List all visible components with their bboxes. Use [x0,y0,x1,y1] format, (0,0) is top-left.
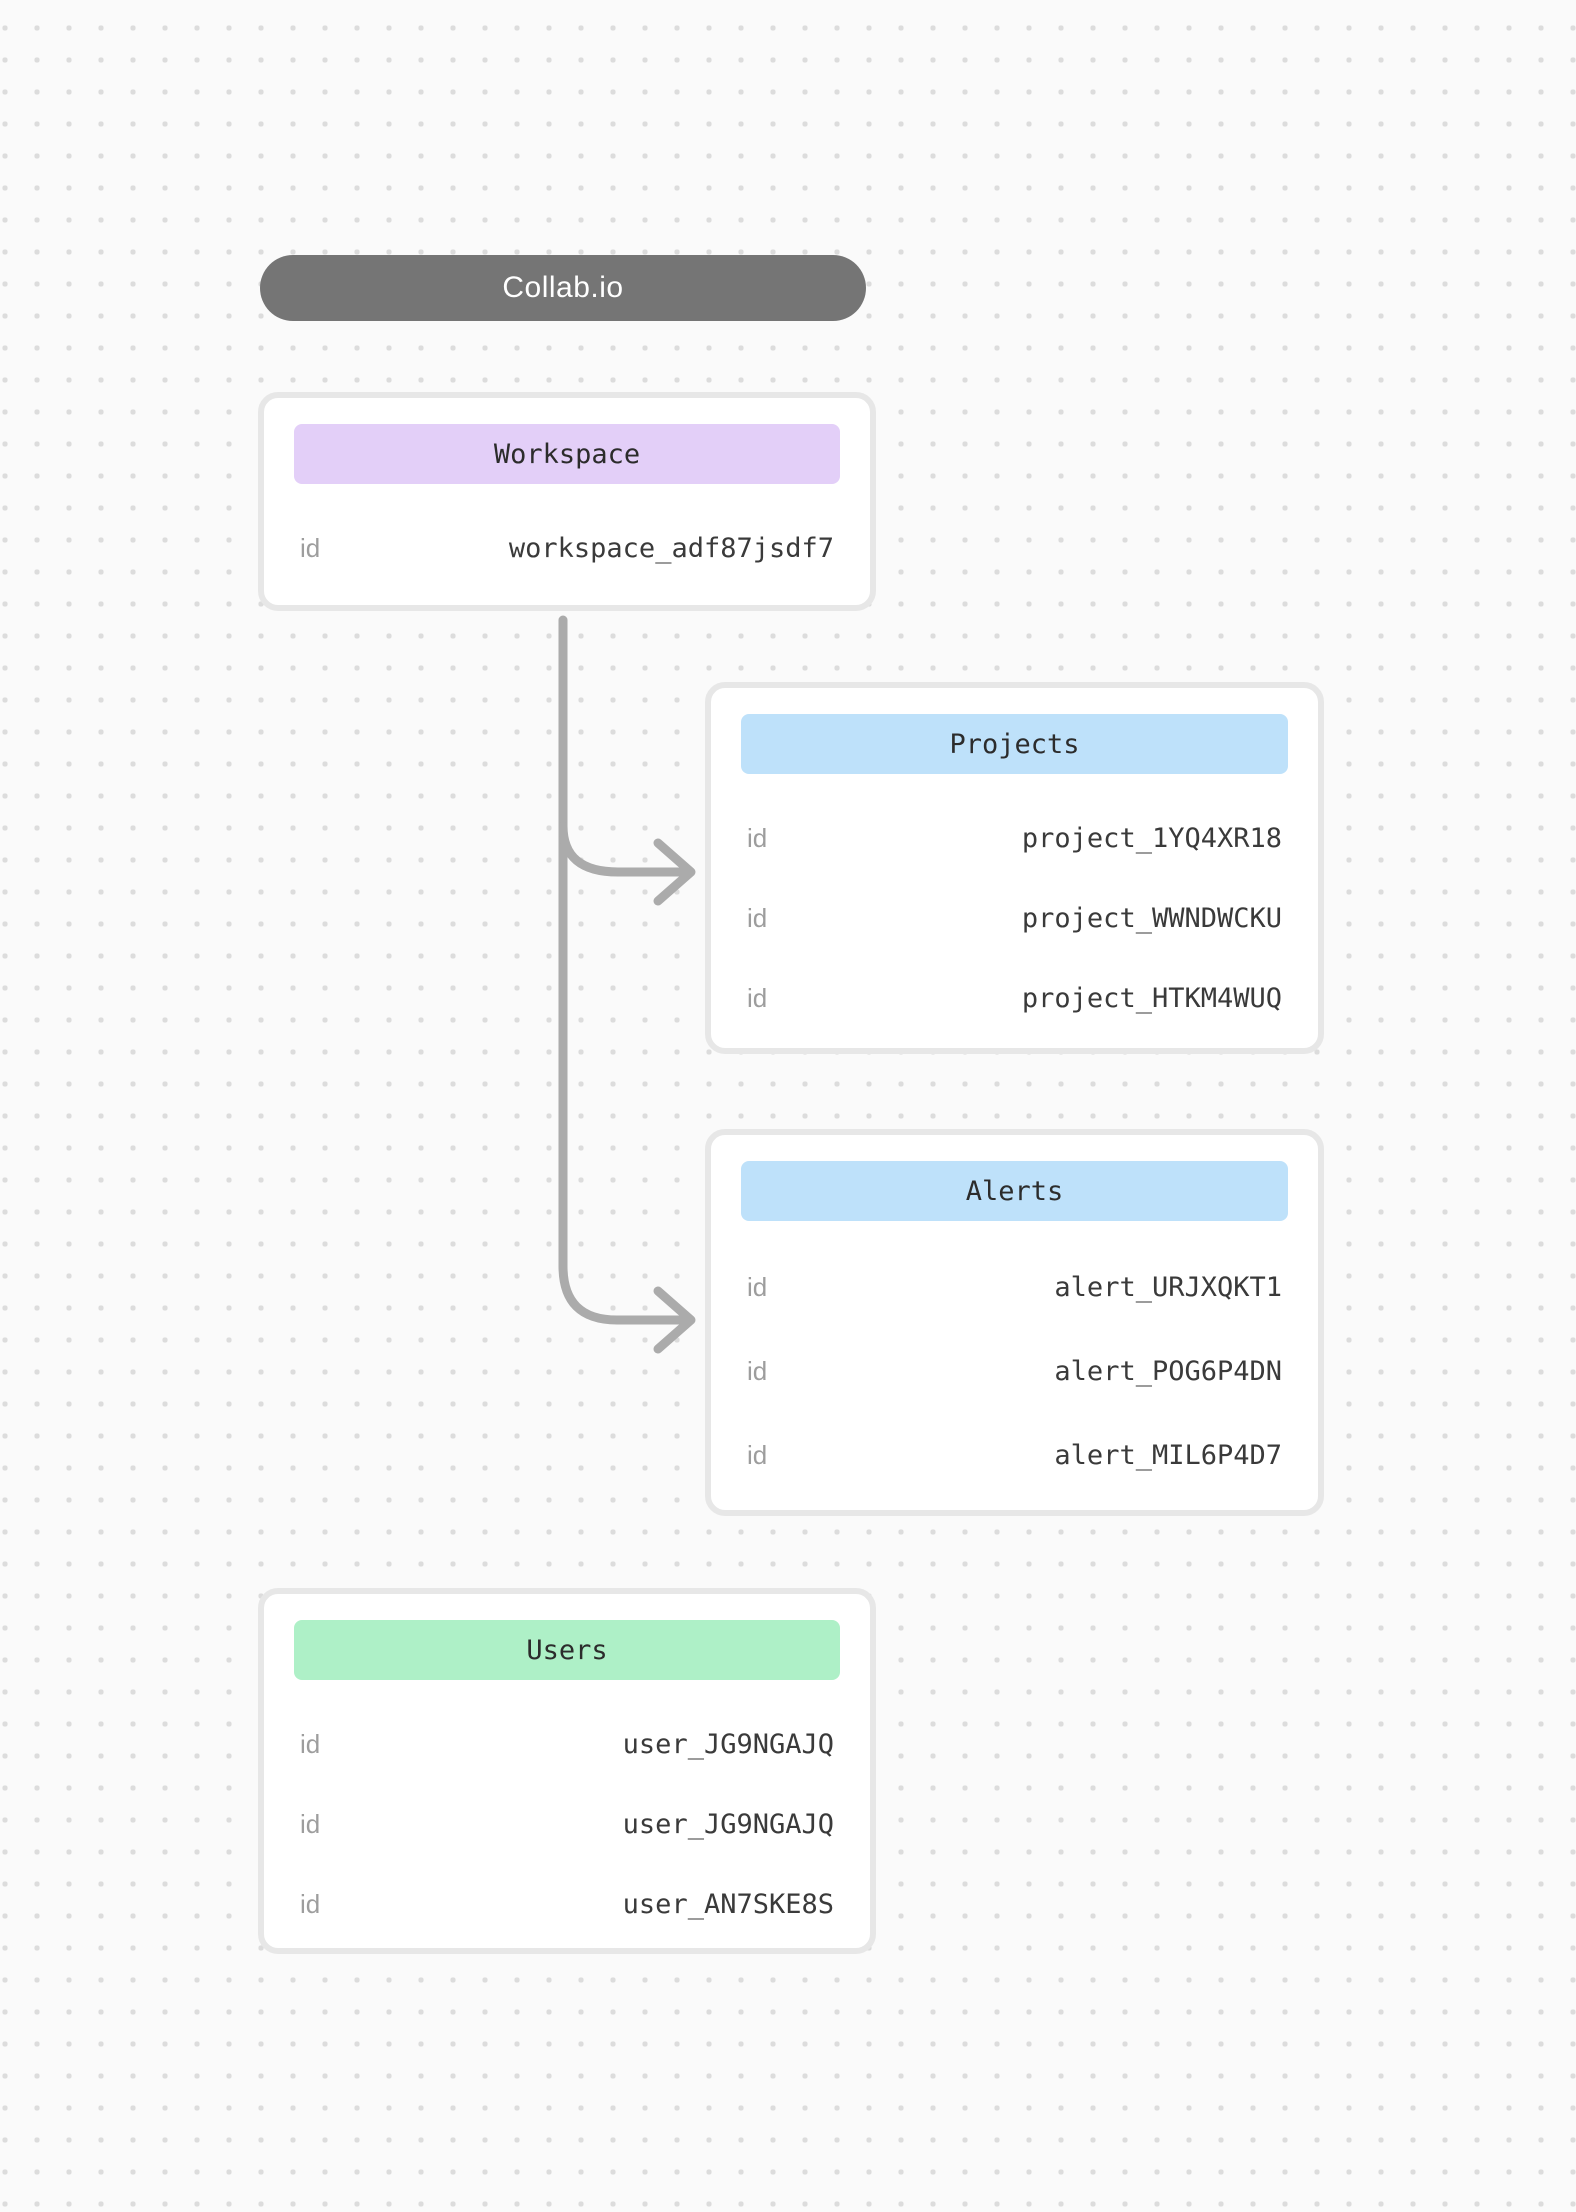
diagram-title-pill[interactable]: Collab.io [260,255,866,321]
alerts-card-title: Alerts [965,1175,1064,1207]
row-key: id [747,1355,768,1386]
connector-workspace-to-projects [558,821,693,877]
table-row: id user_JG9NGAJQ [294,1784,840,1864]
row-value: alert_URJXQKT1 [1054,1271,1282,1303]
users-card-header: Users [294,1620,840,1680]
users-card[interactable]: Users id user_JG9NGAJQ id user_JG9NGAJQ … [258,1588,876,1954]
workspace-card-title: Workspace [493,438,641,470]
table-row: id project_1YQ4XR18 [741,798,1288,878]
projects-card-title: Projects [949,728,1080,760]
row-value: alert_MIL6P4D7 [1054,1439,1282,1471]
row-value: user_AN7SKE8S [622,1888,834,1920]
connector-workspace-to-alerts [558,615,693,1325]
table-row: id workspace_adf87jsdf7 [294,508,840,588]
workspace-card-header: Workspace [294,424,840,484]
row-key: id [747,902,768,933]
row-value: workspace_adf87jsdf7 [508,532,834,564]
projects-card[interactable]: Projects id project_1YQ4XR18 id project_… [705,682,1324,1054]
row-key: id [300,1808,321,1839]
row-key: id [747,1271,768,1302]
row-key: id [300,1728,321,1759]
row-value: project_HTKM4WUQ [1021,982,1282,1014]
projects-card-header: Projects [741,714,1288,774]
row-key: id [747,982,768,1013]
row-value: user_JG9NGAJQ [622,1808,834,1840]
alerts-card-header: Alerts [741,1161,1288,1221]
workspace-card[interactable]: Workspace id workspace_adf87jsdf7 [258,392,876,611]
row-key: id [300,1888,321,1919]
arrowhead-alerts-icon [653,1286,696,1354]
table-row: id project_WWNDWCKU [741,878,1288,958]
row-value: user_JG9NGAJQ [622,1728,834,1760]
row-value: alert_POG6P4DN [1054,1355,1282,1387]
alerts-card[interactable]: Alerts id alert_URJXQKT1 id alert_POG6P4… [705,1129,1324,1516]
row-value: project_1YQ4XR18 [1021,822,1282,854]
row-key: id [747,1439,768,1470]
table-row: id alert_POG6P4DN [741,1329,1288,1413]
table-row: id user_AN7SKE8S [294,1864,840,1944]
row-key: id [300,532,321,563]
table-row: id project_HTKM4WUQ [741,958,1288,1038]
users-card-title: Users [526,1634,608,1666]
row-value: project_WWNDWCKU [1021,902,1282,934]
table-row: id user_JG9NGAJQ [294,1704,840,1784]
arrowhead-projects-icon [653,838,696,906]
table-row: id alert_MIL6P4D7 [741,1413,1288,1497]
row-key: id [747,822,768,853]
diagram-title: Collab.io [502,271,624,304]
table-row: id alert_URJXQKT1 [741,1245,1288,1329]
